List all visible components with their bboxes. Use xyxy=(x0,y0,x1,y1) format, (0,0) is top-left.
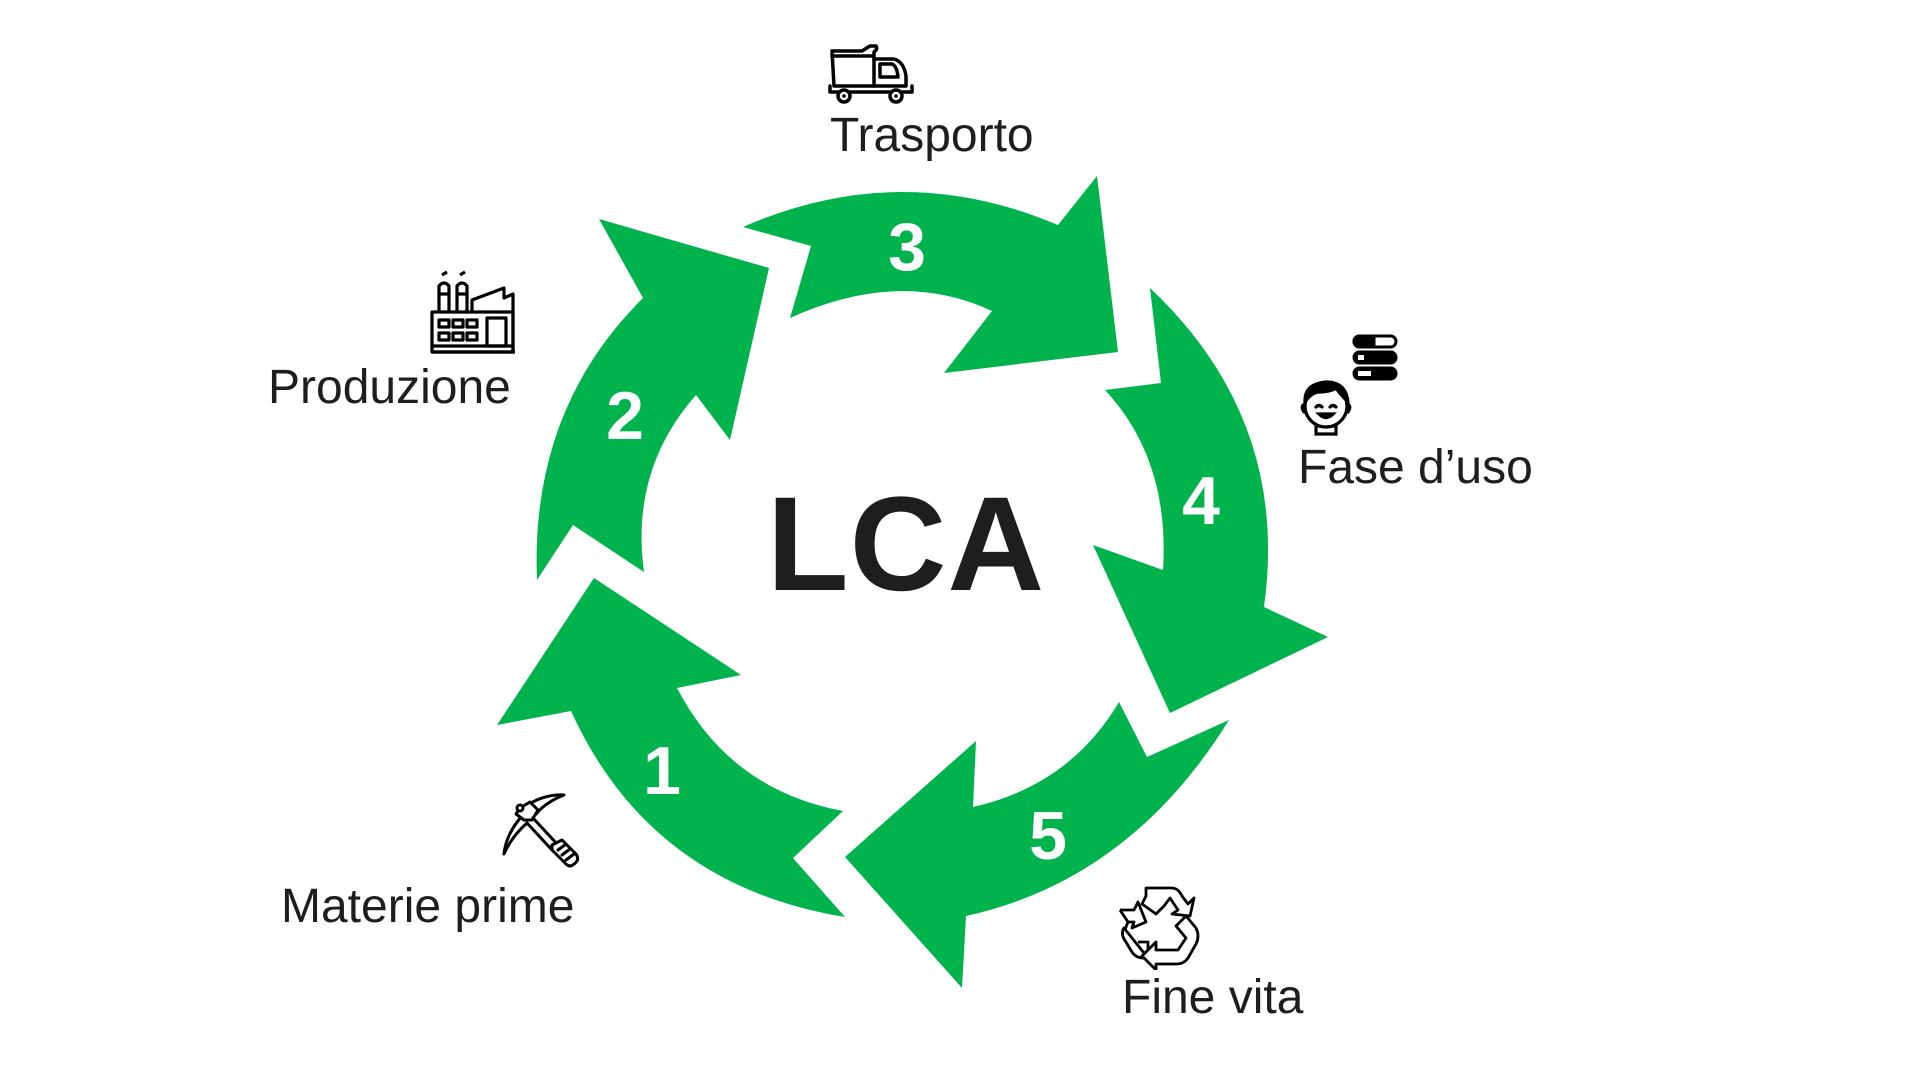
person-usage-icon xyxy=(1300,334,1398,436)
arrow-stage-4 xyxy=(1093,288,1328,713)
arrow-stage-1 xyxy=(497,578,845,917)
stage-number-5: 5 xyxy=(1029,798,1067,874)
center-title: LCA xyxy=(766,470,1046,619)
stage-label-trasporto: Trasporto xyxy=(830,109,1034,162)
stage-number-4: 4 xyxy=(1182,463,1220,539)
stage-label-fase-uso: Fase d’uso xyxy=(1298,441,1533,494)
stage-numbers: 1 2 3 4 5 xyxy=(606,209,1220,874)
arrow-stage-3 xyxy=(743,176,1118,373)
arrow-stage-5 xyxy=(845,702,1229,988)
stage-number-3: 3 xyxy=(888,209,926,285)
pickaxe-icon xyxy=(502,793,580,868)
stage-number-2: 2 xyxy=(606,378,644,454)
truck-icon xyxy=(828,44,914,104)
stage-number-1: 1 xyxy=(643,733,681,809)
stage-label-materie-prime: Materie prime xyxy=(281,880,575,933)
factory-icon xyxy=(430,270,515,354)
stage-label-produzione: Produzione xyxy=(268,361,511,414)
cycle-arrows xyxy=(497,176,1328,988)
arrow-stage-2 xyxy=(536,219,769,580)
recycle-icon xyxy=(1118,886,1200,970)
stage-label-fine-vita: Fine vita xyxy=(1122,971,1304,1024)
